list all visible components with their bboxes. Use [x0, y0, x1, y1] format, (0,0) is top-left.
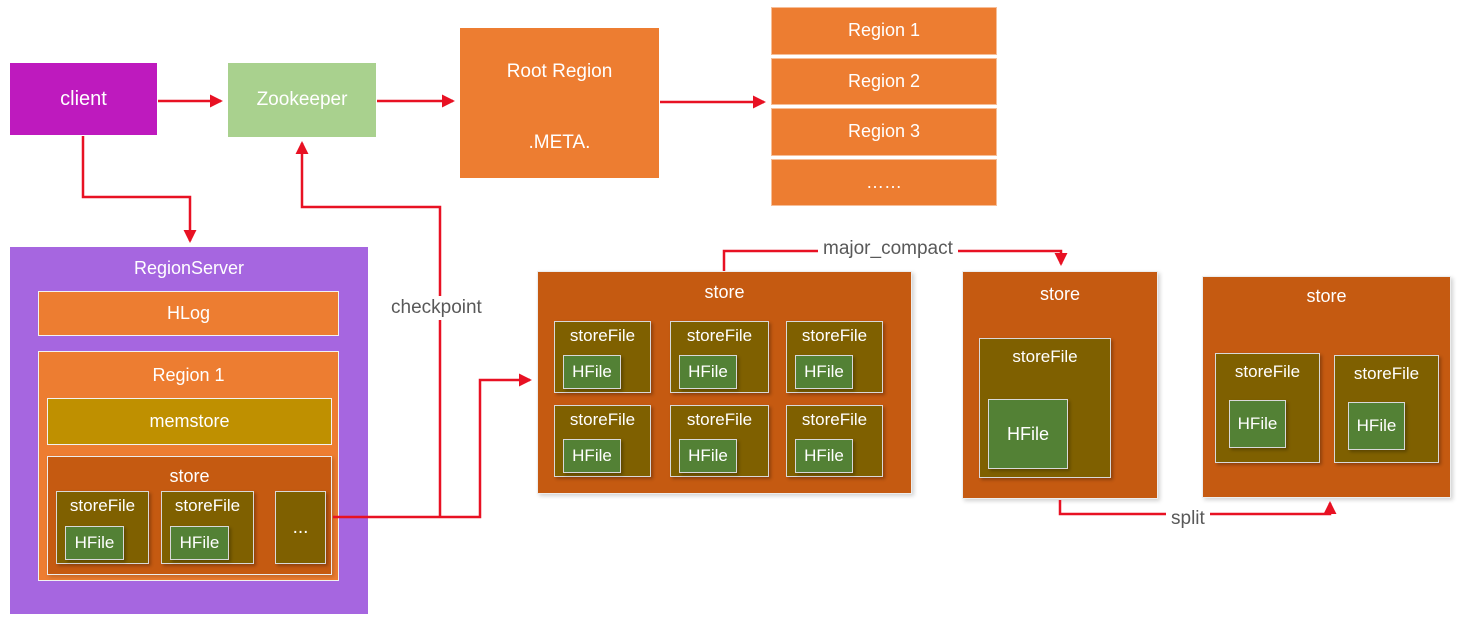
- store-title: store: [169, 466, 210, 486]
- hfile: HFile: [679, 355, 737, 389]
- split-store-node: store storeFile HFile storeFile HFile: [1202, 276, 1451, 498]
- region-server-node: RegionServer HLog Region 1 memstore stor…: [10, 247, 368, 614]
- store-title: store: [704, 282, 745, 302]
- client-label: client: [60, 87, 107, 110]
- storefile-label: storeFile: [801, 326, 868, 345]
- storefile-label: storeFile: [174, 496, 241, 515]
- hlog-node: HLog: [38, 291, 339, 336]
- region-row-2: Region 2: [771, 57, 997, 105]
- root-region-node: Root Region .META.: [460, 28, 659, 178]
- hfile: HFile: [988, 399, 1068, 469]
- region1-node: Region 1 memstore store storeFile HFile …: [38, 351, 339, 581]
- hfile: HFile: [679, 439, 737, 473]
- storefile: storeFile HFile: [979, 338, 1111, 478]
- storefile: storeFile HFile: [554, 405, 651, 477]
- zookeeper-label: Zookeeper: [256, 89, 348, 110]
- region1-title: Region 1: [152, 365, 225, 385]
- region-row-more-label: ……: [866, 171, 902, 192]
- hlog-label: HLog: [166, 303, 211, 323]
- hfile-label: HFile: [572, 446, 612, 465]
- storefile: storeFile HFile: [786, 405, 883, 477]
- hfile: HFile: [65, 526, 124, 560]
- region-server-title: RegionServer: [133, 258, 245, 278]
- hfile-label: HFile: [804, 446, 844, 465]
- hfile-label: HFile: [1237, 414, 1278, 433]
- hfile: HFile: [795, 355, 853, 389]
- store-title: store: [1039, 284, 1081, 304]
- storefile-label: storeFile: [569, 326, 636, 345]
- hfile: HFile: [795, 439, 853, 473]
- region-row-2-label: Region 2: [847, 70, 921, 91]
- storefile-label: storeFile: [686, 326, 753, 345]
- storefile: storeFile HFile: [1334, 355, 1439, 463]
- storefile: storeFile HFile: [161, 491, 254, 564]
- storefile: storeFile HFile: [786, 321, 883, 393]
- region-row-1-label: Region 1: [847, 20, 921, 41]
- major-compact-label: major_compact: [818, 237, 958, 261]
- storefile-label: storeFile: [1012, 347, 1078, 366]
- storefile: storeFile HFile: [56, 491, 149, 564]
- hfile: HFile: [563, 355, 621, 389]
- client-node: client: [10, 63, 157, 135]
- hfile-label: HFile: [688, 362, 728, 381]
- region-row-more: ……: [771, 158, 997, 206]
- region-list: Region 1 Region 2 Region 3 ……: [771, 7, 997, 206]
- hfile: HFile: [170, 526, 229, 560]
- region-row-1: Region 1: [771, 7, 997, 55]
- storefile-more: ...: [275, 491, 326, 564]
- store-title: store: [1306, 286, 1347, 306]
- region-row-3-label: Region 3: [847, 121, 921, 142]
- storefile-label: storeFile: [569, 410, 636, 429]
- root-region-title: Root Region: [506, 61, 613, 82]
- memstore-node: memstore: [47, 398, 332, 445]
- hfile-label: HFile: [1356, 416, 1397, 435]
- memstore-label: memstore: [149, 411, 230, 431]
- hfile-label: HFile: [688, 446, 728, 465]
- storefile: storeFile HFile: [554, 321, 651, 393]
- hfile-label: HFile: [572, 362, 612, 381]
- hfile: HFile: [1229, 400, 1286, 448]
- storefile: storeFile HFile: [670, 321, 769, 393]
- flush-store-node: store storeFile HFile storeFile HFile st…: [537, 271, 912, 494]
- storefile-label: storeFile: [686, 410, 753, 429]
- region-row-3: Region 3: [771, 108, 997, 156]
- storefile-label: storeFile: [1234, 362, 1301, 381]
- storefile: storeFile HFile: [1215, 353, 1320, 463]
- split-label: split: [1166, 507, 1210, 531]
- storefile-label: storeFile: [69, 496, 136, 515]
- storefile: storeFile HFile: [670, 405, 769, 477]
- hfile-label: HFile: [1006, 423, 1049, 444]
- region-store-node: store storeFile HFile storeFile HFile ..…: [47, 456, 332, 575]
- storefile-label: storeFile: [1353, 364, 1420, 383]
- arrow-client-to-region-server: [81, 136, 197, 243]
- hfile-label: HFile: [804, 362, 844, 381]
- hfile-label: HFile: [74, 533, 115, 552]
- hfile-label: HFile: [179, 533, 220, 552]
- storefile-label: storeFile: [801, 410, 868, 429]
- hfile: HFile: [1348, 402, 1405, 450]
- storefile-more-label: ...: [292, 516, 309, 538]
- checkpoint-label: checkpoint: [386, 296, 487, 320]
- meta-table-label: .META.: [528, 132, 591, 153]
- zookeeper-node: Zookeeper: [228, 63, 376, 137]
- compacted-store-node: store storeFile HFile: [962, 271, 1158, 499]
- hfile: HFile: [563, 439, 621, 473]
